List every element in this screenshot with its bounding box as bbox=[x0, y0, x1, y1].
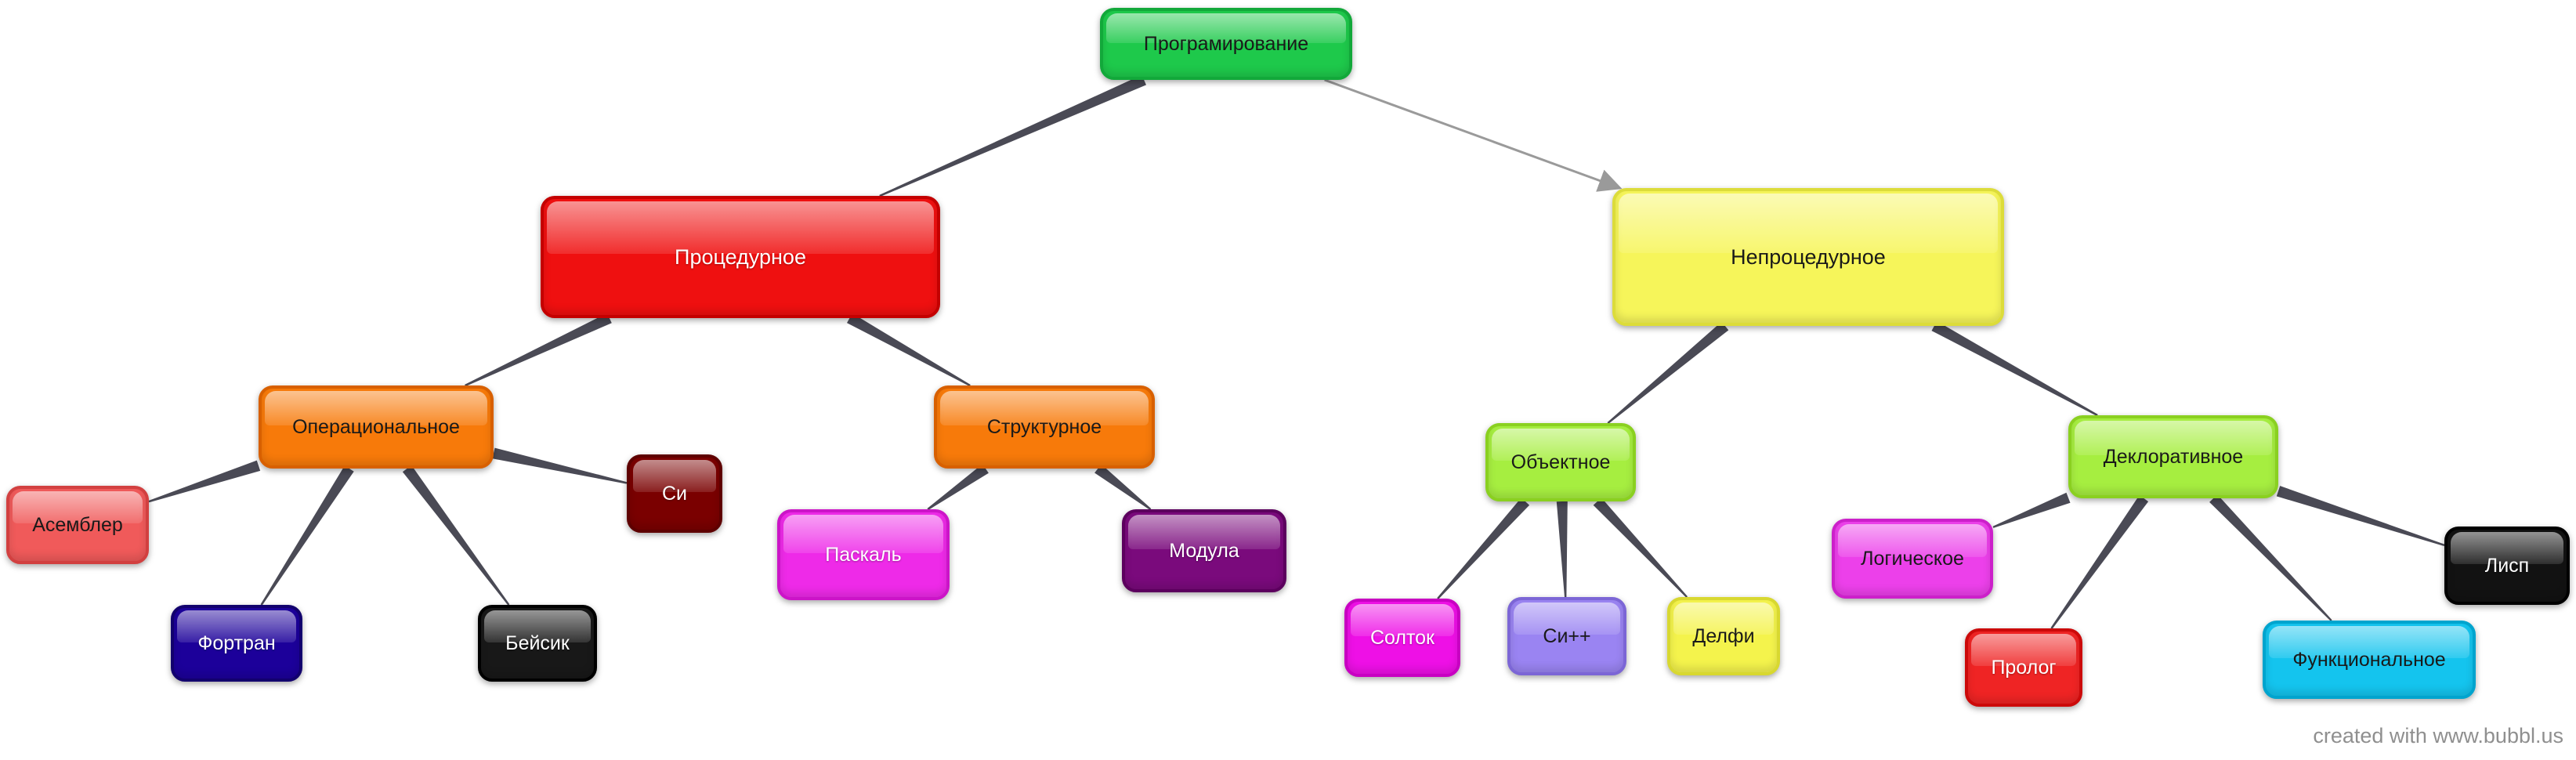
node-label: Объектное bbox=[1511, 451, 1611, 473]
node-assembler[interactable]: Асемблер bbox=[6, 486, 149, 564]
node-functional[interactable]: Функциональное bbox=[2263, 621, 2476, 699]
node-label: Деклоративное bbox=[2103, 445, 2244, 468]
node-label: Фортран bbox=[197, 632, 276, 654]
node-c[interactable]: Си bbox=[627, 454, 722, 533]
node-delphi[interactable]: Делфи bbox=[1667, 597, 1780, 675]
connector-line bbox=[1556, 501, 1568, 597]
node-label: Лисп bbox=[2484, 554, 2530, 577]
connector-arrow bbox=[1324, 78, 1623, 192]
connector-line bbox=[465, 313, 612, 387]
connector-line bbox=[148, 460, 261, 503]
connector-line bbox=[2050, 494, 2149, 629]
node-programming[interactable]: Програмирование bbox=[1100, 8, 1352, 80]
node-logical[interactable]: Логическое bbox=[1832, 519, 1993, 599]
connector-line bbox=[1593, 498, 1688, 598]
node-label: Операциональное bbox=[292, 415, 460, 438]
node-cpp[interactable]: Си++ bbox=[1507, 597, 1626, 675]
node-prolog[interactable]: Пролог bbox=[1965, 628, 2082, 707]
node-label: Функциональное bbox=[2292, 648, 2446, 671]
node-label: Програмирование bbox=[1143, 32, 1309, 55]
node-label: Си++ bbox=[1543, 624, 1591, 647]
node-object-oriented[interactable]: Объектное bbox=[1485, 423, 1636, 501]
node-basic[interactable]: Бейсик bbox=[478, 605, 597, 682]
node-label: Модула bbox=[1169, 539, 1239, 562]
connector-line bbox=[927, 464, 989, 510]
node-structured[interactable]: Структурное bbox=[934, 385, 1155, 469]
connector-line bbox=[492, 447, 628, 484]
node-label: Непроцедурное bbox=[1731, 244, 1886, 269]
node-label: Процедурное bbox=[675, 244, 806, 269]
node-operational[interactable]: Операциональное bbox=[259, 385, 494, 469]
node-non-procedural[interactable]: Непроцедурное bbox=[1612, 188, 2004, 326]
node-smalltalk[interactable]: Солток bbox=[1344, 599, 1460, 677]
node-label: Делфи bbox=[1692, 624, 1755, 647]
node-label: Структурное bbox=[986, 415, 1102, 438]
node-label: Паскаль bbox=[825, 543, 902, 566]
node-label: Логическое bbox=[1861, 547, 1964, 570]
connector-line bbox=[879, 74, 1146, 197]
connector-line bbox=[1931, 320, 2098, 417]
connector-line bbox=[1437, 498, 1530, 599]
node-pascal[interactable]: Паскаль bbox=[777, 509, 950, 600]
node-modula[interactable]: Модула bbox=[1122, 509, 1286, 592]
connector-line bbox=[1992, 492, 2071, 528]
node-label: Бейсик bbox=[505, 632, 570, 654]
node-procedural[interactable]: Процедурное bbox=[541, 196, 940, 318]
node-lisp[interactable]: Лисп bbox=[2444, 527, 2570, 605]
node-label: Пролог bbox=[1991, 656, 2057, 679]
connector-line bbox=[1607, 321, 1729, 424]
connector-line bbox=[847, 313, 971, 386]
connector-line bbox=[260, 465, 354, 606]
connector-line bbox=[2276, 486, 2445, 546]
node-label: Асемблер bbox=[32, 513, 123, 536]
node-label: Солток bbox=[1369, 626, 1435, 649]
bubbl-credit: created with www.bubbl.us bbox=[2313, 724, 2563, 747]
connector-line bbox=[2209, 494, 2332, 621]
node-declarative[interactable]: Деклоративное bbox=[2068, 415, 2278, 498]
connector-line bbox=[402, 465, 510, 606]
node-fortran[interactable]: Фортран bbox=[171, 605, 302, 682]
connector-line bbox=[1094, 464, 1152, 510]
node-label: Си bbox=[661, 482, 688, 505]
